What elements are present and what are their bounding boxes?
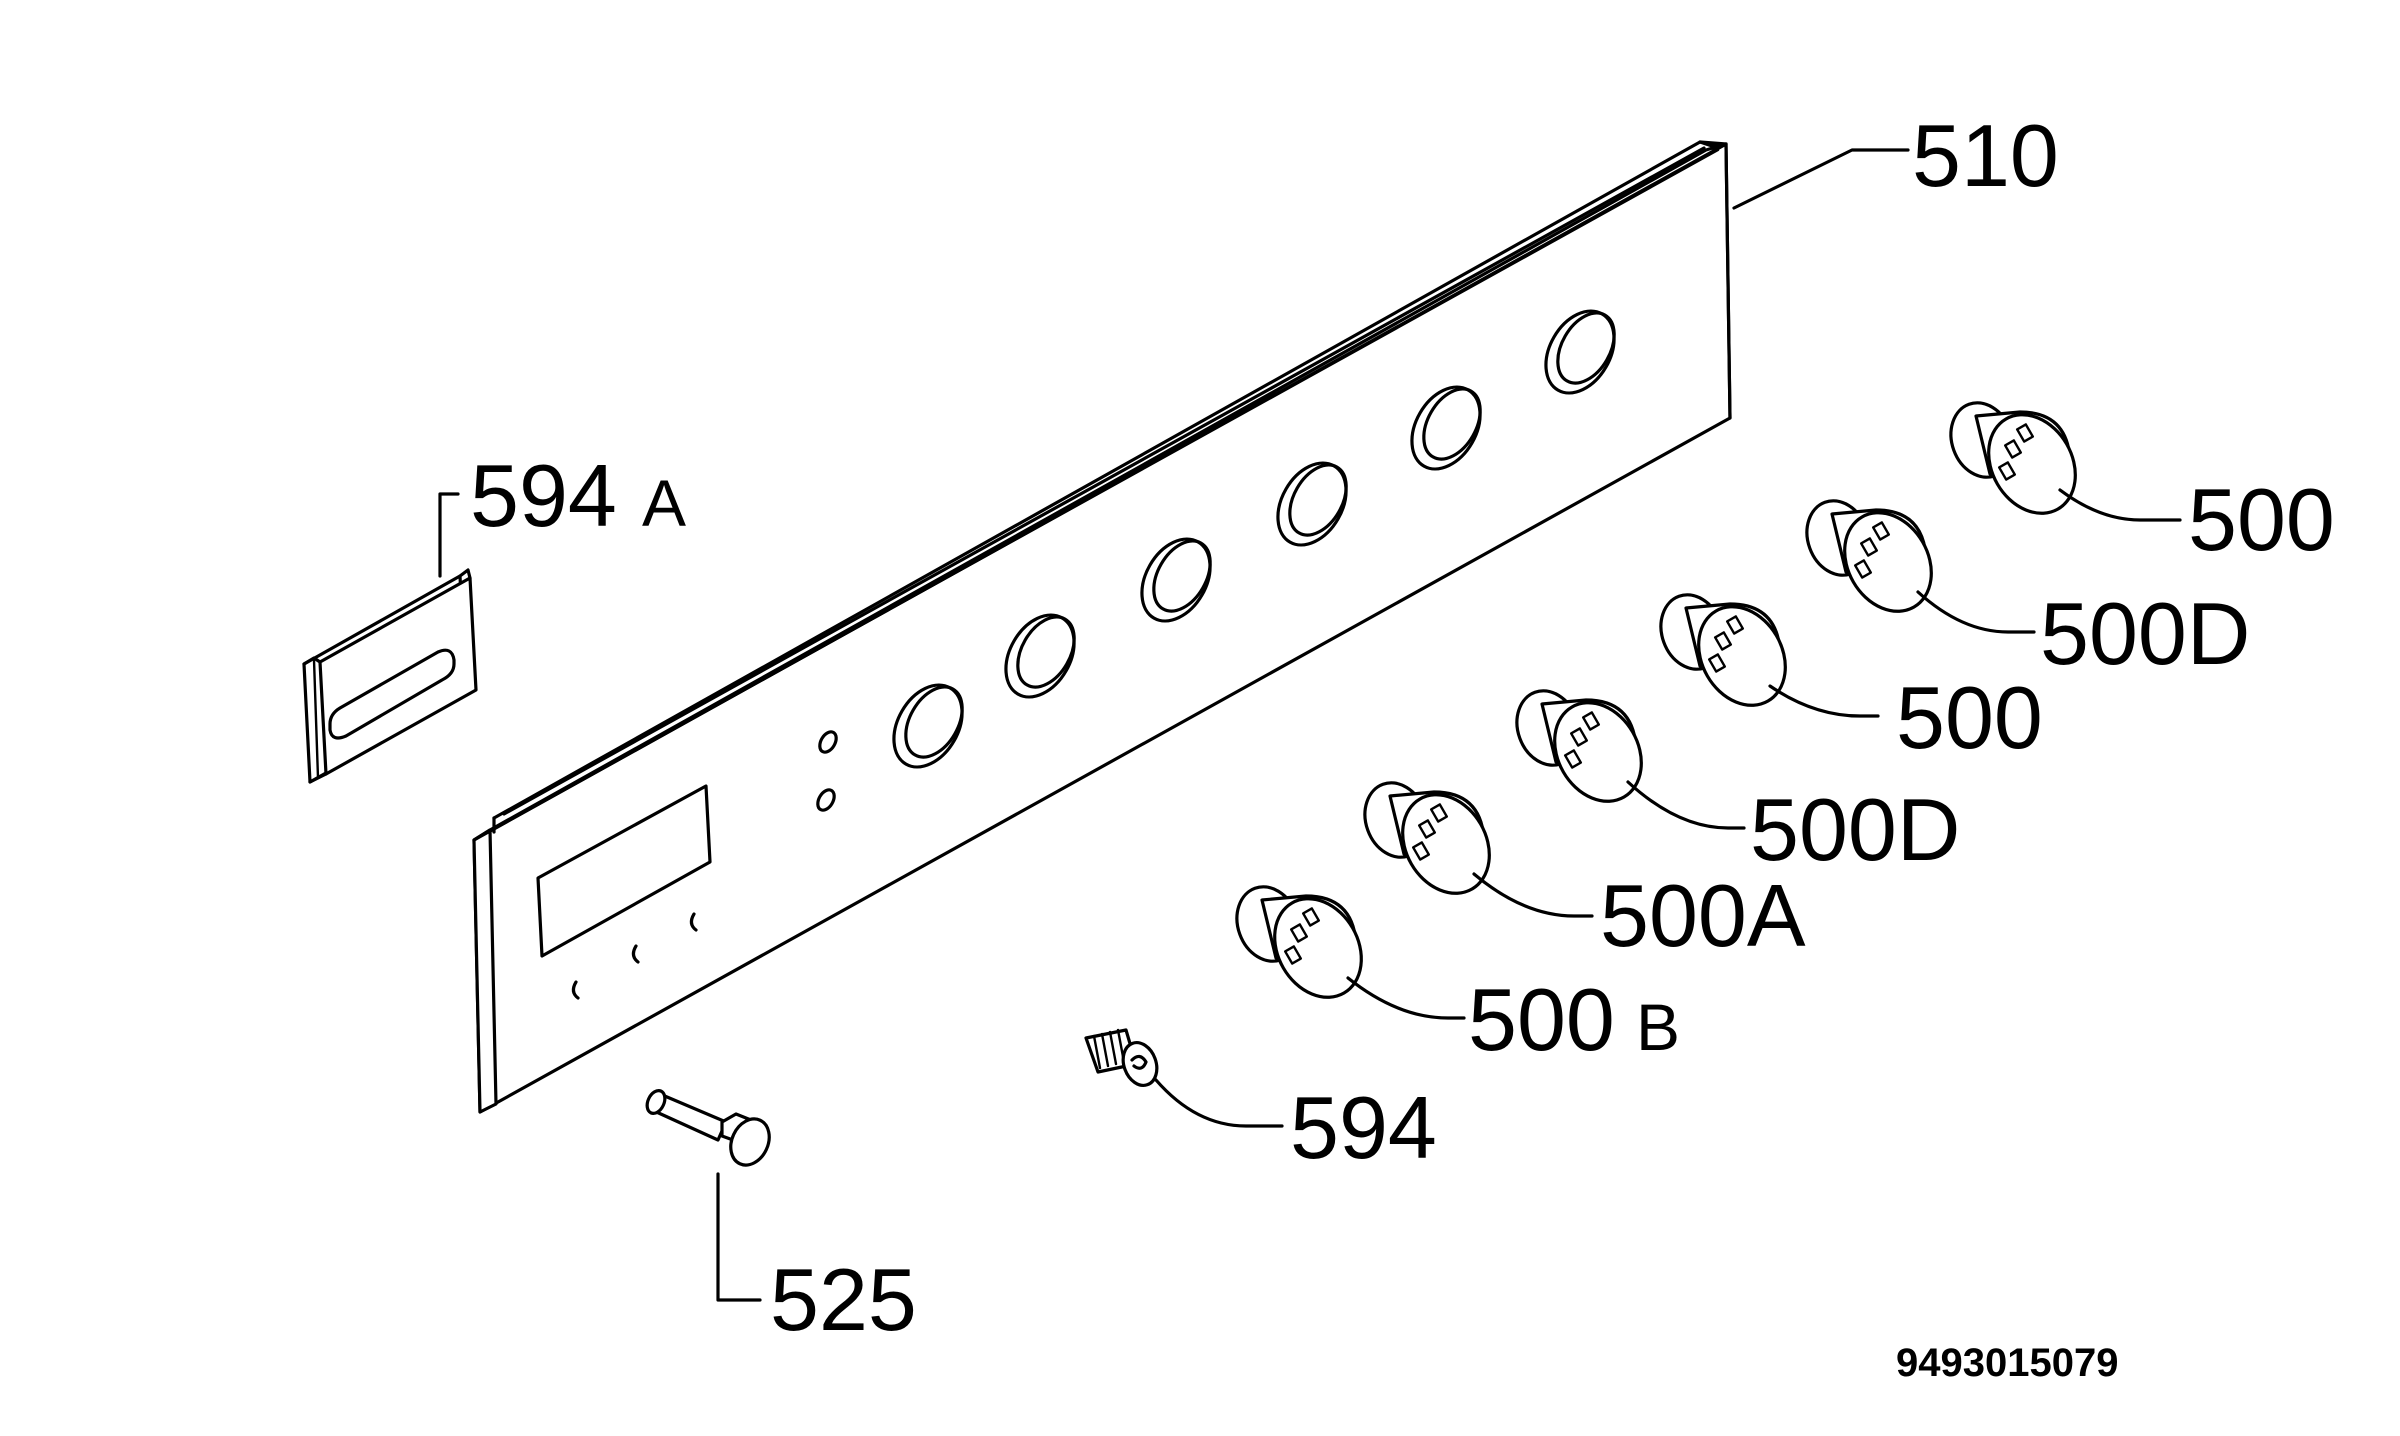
pin [645, 1089, 771, 1167]
callout-knob-3: 500 [1896, 668, 2043, 767]
leader-525 [716, 1172, 762, 1302]
leader-510 [1732, 148, 1910, 210]
leader-knob-5 [1472, 872, 1594, 918]
knob-6 [1235, 885, 1363, 999]
leader-594 [1154, 1078, 1284, 1128]
leader-knob-3 [1768, 684, 1880, 718]
button-mark-1 [571, 980, 580, 1000]
knob-5 [1363, 781, 1491, 895]
callout-525: 525 [770, 1250, 917, 1349]
knob-4 [1515, 689, 1643, 803]
document-number: 9493015079 [1896, 1341, 2118, 1385]
knob-3 [1659, 593, 1787, 707]
trim-bracket [302, 568, 478, 784]
knob-holes [892, 309, 1616, 769]
callout-594-suffix-a: A [642, 466, 686, 540]
callout-knob-6-suffix: B [1636, 990, 1680, 1064]
callout-594-screw: 594 [1290, 1078, 1437, 1177]
leader-knob-4 [1626, 780, 1746, 830]
control-panel [472, 140, 1732, 1114]
screw [1084, 1028, 1159, 1087]
button-mark-2 [631, 944, 640, 964]
button-mark-3 [689, 912, 698, 932]
callout-510: 510 [1912, 106, 2059, 205]
callout-knob-4: 500D [1750, 780, 1960, 879]
leader-knob-2 [1916, 590, 2036, 634]
callout-594: 594 [470, 446, 617, 545]
callout-knob-1: 500 [2188, 470, 2335, 569]
knob-2 [1805, 499, 1933, 613]
leader-knob-6 [1346, 976, 1466, 1020]
indicator-dot-1 [818, 730, 838, 754]
callout-knob-2: 500D [2040, 584, 2250, 683]
callout-knob-6: 500 [1468, 970, 1615, 1069]
leader-594a [438, 492, 460, 578]
leader-knob-1 [2058, 488, 2182, 522]
knob-1 [1949, 401, 2077, 515]
indicator-dot-2 [816, 788, 836, 812]
display-window [536, 784, 712, 958]
callout-knob-5: 500A [1600, 866, 1806, 965]
